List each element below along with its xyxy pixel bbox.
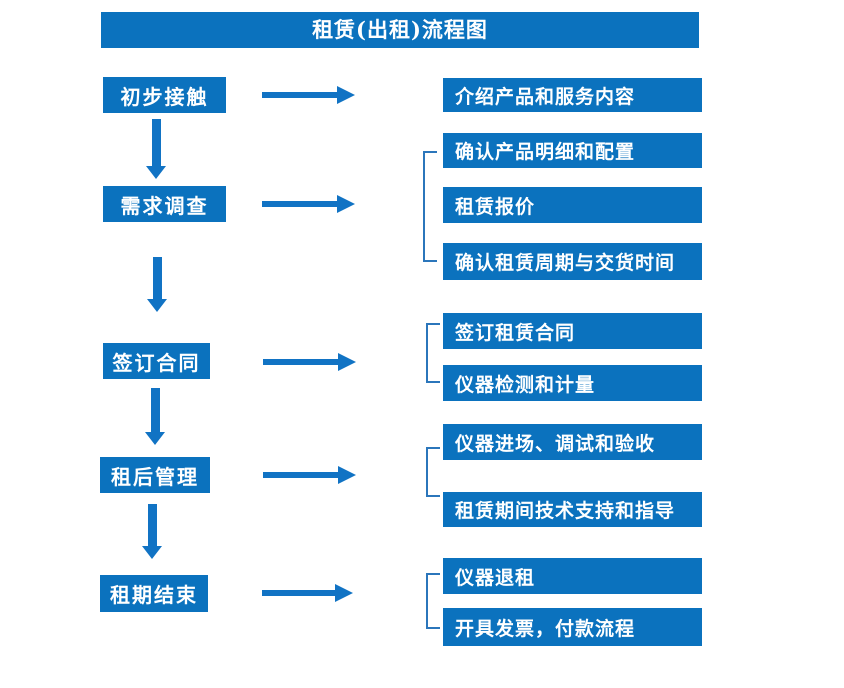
detail-box-sign-rental-contract: 签订租赁合同 bbox=[443, 313, 702, 349]
detail-box-instrument-setup-acceptance: 仪器进场、调试和验收 bbox=[443, 424, 702, 460]
bracket-lease-end-group bbox=[426, 573, 440, 629]
stage-box-initial-contact: 初步接触 bbox=[103, 77, 226, 113]
detail-box-invoice-payment: 开具发票，付款流程 bbox=[443, 608, 702, 646]
detail-box-introduce-products: 介绍产品和服务内容 bbox=[443, 78, 702, 112]
stage-box-sign-contract: 签订合同 bbox=[103, 343, 210, 379]
detail-box-confirm-period-delivery: 确认租赁周期与交货时间 bbox=[443, 243, 702, 280]
bracket-sign-contract-group bbox=[426, 323, 440, 383]
flowchart-title: 租赁(出租)流程图 bbox=[101, 12, 699, 48]
stage-box-lease-end: 租期结束 bbox=[100, 575, 208, 612]
detail-box-tech-support: 租赁期间技术支持和指导 bbox=[443, 492, 702, 527]
bracket-demand-survey-group bbox=[423, 151, 437, 262]
bracket-post-rental-group bbox=[426, 447, 440, 497]
detail-box-instrument-test-measure: 仪器检测和计量 bbox=[443, 365, 702, 401]
detail-box-instrument-return: 仪器退租 bbox=[443, 558, 702, 594]
detail-box-rental-quote: 租赁报价 bbox=[443, 187, 702, 223]
stage-box-post-rental-management: 租后管理 bbox=[100, 457, 210, 493]
stage-box-demand-survey: 需求调查 bbox=[103, 186, 226, 222]
detail-box-confirm-product-config: 确认产品明细和配置 bbox=[443, 133, 702, 168]
